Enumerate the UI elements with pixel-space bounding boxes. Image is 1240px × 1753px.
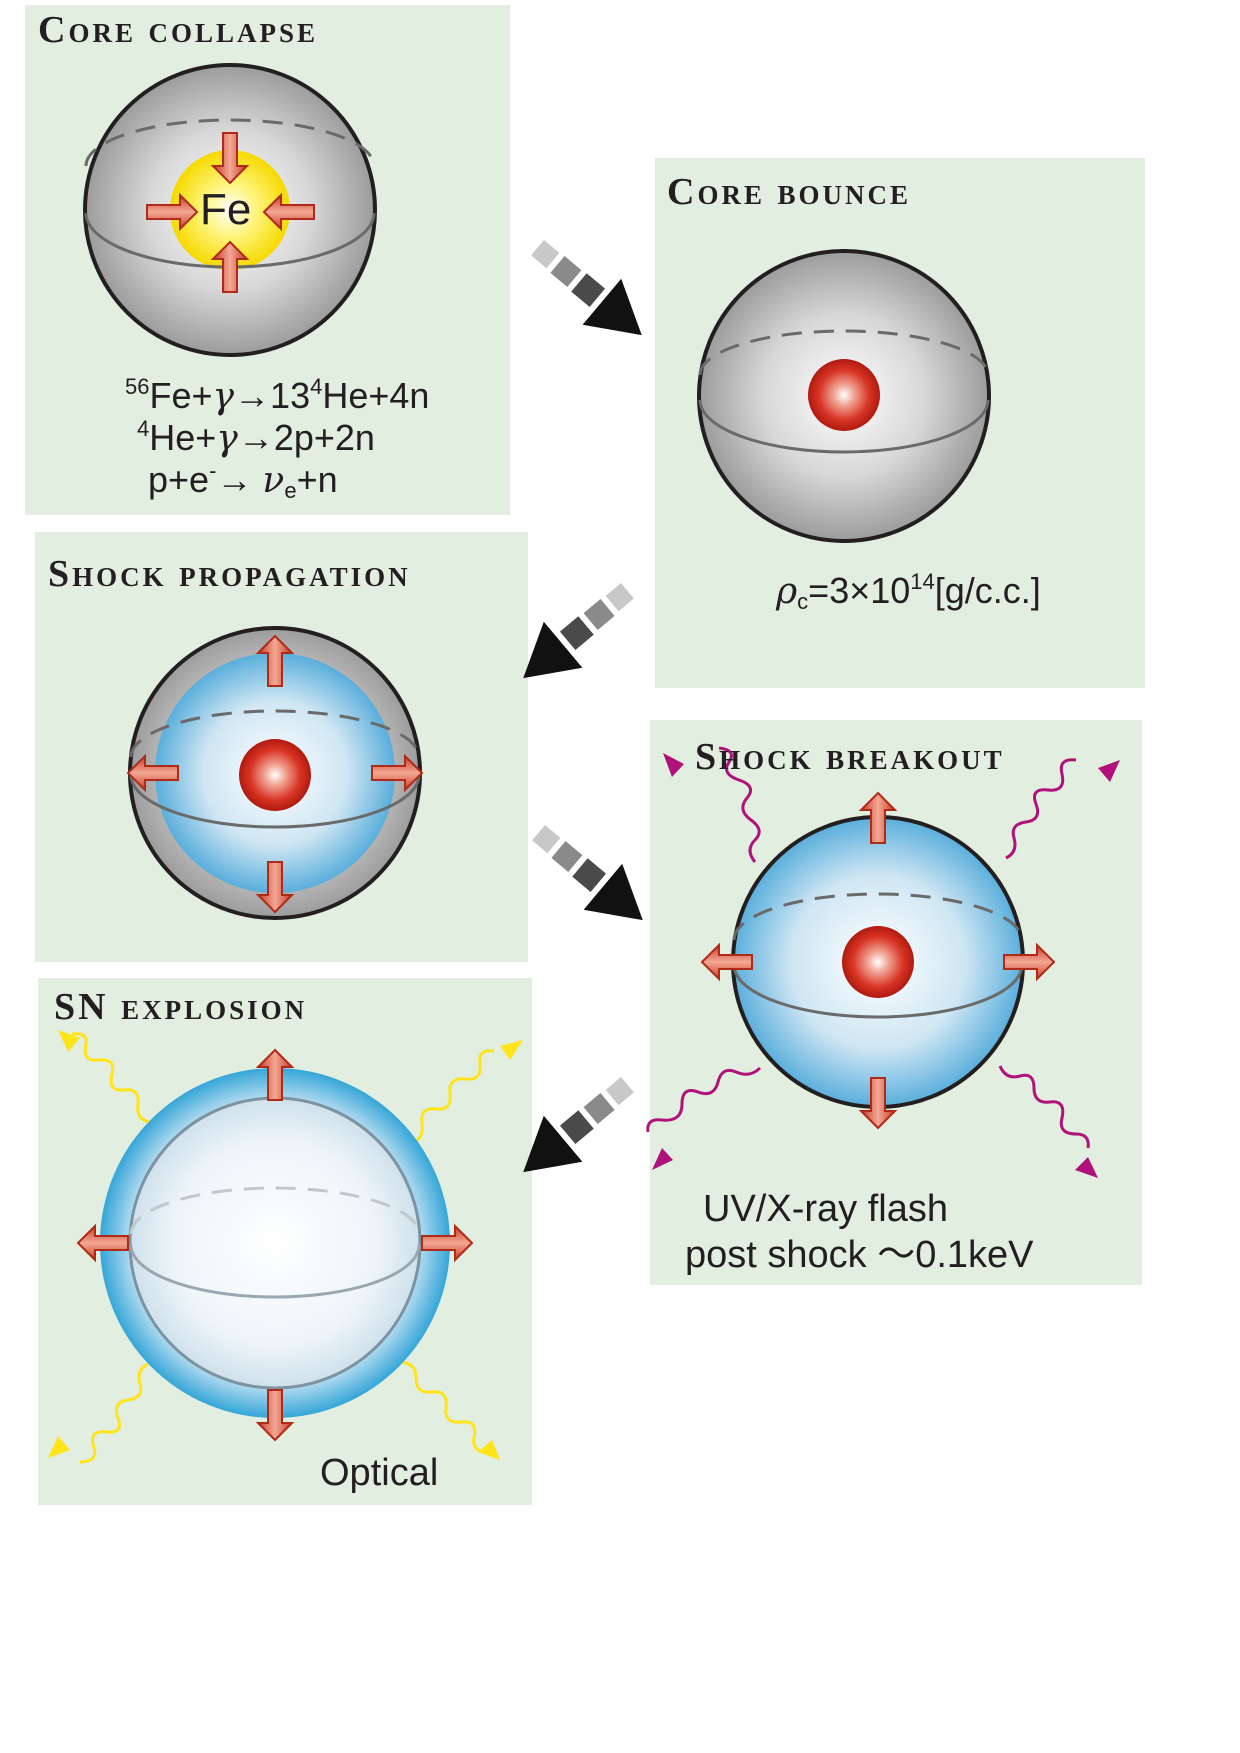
shock-breakout-title: Shock breakout [695,736,1005,778]
neutrino-flavor: e [284,478,297,503]
neutron-star-icon [239,739,311,811]
core-bounce-title: Core bounce [667,171,911,213]
uv-xray-photon-heads [652,753,1120,1178]
reaction-term: He+ [149,417,217,458]
shock-propagation-title: Shock propagation [48,553,411,595]
reaction-term: Fe+ [149,375,213,416]
flow-arrow-icon [519,809,663,944]
mass-number: 56 [125,374,150,399]
reaction-term: →2p+2n [237,417,375,458]
density-unit: [g/c.c.] [934,570,1041,611]
uv-xray-photon-icons [646,746,1090,1149]
sn-explosion-title: SN explosion [54,986,308,1028]
rho-subscript: c [797,589,809,614]
reaction-line-3: p+e-→ νe+n [148,459,338,502]
iron-core-label: Fe [200,185,252,234]
charge: - [209,458,217,483]
density-exponent: 14 [910,569,935,594]
uv-xray-flash-caption: UV/X-ray flash [703,1188,948,1230]
reaction-term: p+e [148,459,210,500]
neutron-star-icon [808,359,880,431]
neutrino-symbol: ν [262,460,285,501]
central-density: ρc=3×1014[g/c.c.] [776,570,1041,613]
optical-caption: Optical [320,1452,439,1494]
density-value: =3×10 [808,570,911,611]
mass-number: 4 [310,374,323,399]
core-collapse-title: Core collapse [38,9,318,51]
post-shock-caption: post shock ～0.1keV [685,1234,1034,1276]
sn-explosion-sphere [100,1068,450,1418]
neutron-star-icon [842,926,914,998]
rho-symbol: ρ [776,571,798,612]
reaction-term: He+4n [322,375,430,416]
optical-photon-heads [48,1030,523,1460]
flow-arrow-icon [518,224,662,359]
flow-arrow-icon [503,567,647,702]
reaction-line-2: 4He+γ→2p+2n [137,417,375,459]
reaction-term: → [216,459,263,500]
reaction-line-1: 56Fe+γ→134He+4n [125,375,430,417]
flow-arrow-icon [503,1061,647,1196]
mass-number: 4 [137,416,150,441]
gamma-symbol: γ [216,418,238,459]
iron-core [170,150,290,270]
optical-photon-icons [71,1032,495,1464]
gamma-symbol: γ [212,376,235,417]
reaction-term: →13 [234,375,311,416]
reaction-term: +n [296,459,338,500]
